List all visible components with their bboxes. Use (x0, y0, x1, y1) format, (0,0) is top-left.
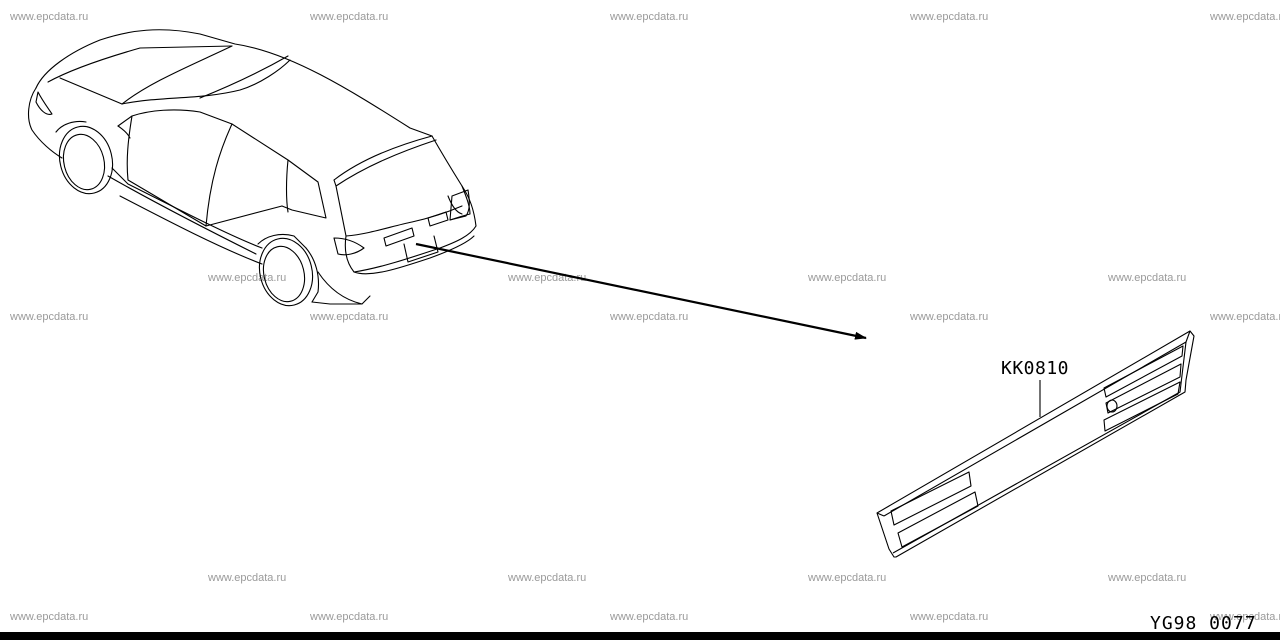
watermark: www.epcdata.ru (910, 11, 989, 23)
watermark: www.epcdata.ru (610, 611, 689, 623)
watermark: www.epcdata.ru (208, 572, 287, 584)
watermark: www.epcdata.ru (1108, 272, 1187, 284)
watermark: www.epcdata.ru (310, 311, 389, 323)
bottom-border (0, 632, 1280, 640)
watermark: www.epcdata.ru (610, 11, 689, 23)
watermark: www.epcdata.ru (910, 311, 989, 323)
watermark: www.epcdata.ru (808, 572, 887, 584)
leader-arrow (415, 242, 867, 340)
watermark: www.epcdata.ru (910, 611, 989, 623)
watermark: www.epcdata.ru (808, 272, 887, 284)
watermark: www.epcdata.ru (508, 572, 587, 584)
watermark: www.epcdata.ru (1210, 311, 1280, 323)
watermark: www.epcdata.ru (1210, 11, 1280, 23)
rear-finisher-part (876, 330, 1195, 558)
watermark: www.epcdata.ru (1108, 572, 1187, 584)
part-number-label[interactable]: KK0810 (1001, 358, 1070, 379)
watermark: www.epcdata.ru (10, 311, 89, 323)
watermark: www.epcdata.ru (1210, 611, 1280, 623)
watermark: www.epcdata.ru (10, 11, 89, 23)
watermark: www.epcdata.ru (610, 311, 689, 323)
watermark: www.epcdata.ru (310, 611, 389, 623)
watermark: www.epcdata.ru (310, 11, 389, 23)
watermark: www.epcdata.ru (208, 272, 287, 284)
car-illustration (27, 29, 477, 307)
watermark: www.epcdata.ru (10, 611, 89, 623)
diagram-code: YG98 0077 (1150, 613, 1257, 634)
